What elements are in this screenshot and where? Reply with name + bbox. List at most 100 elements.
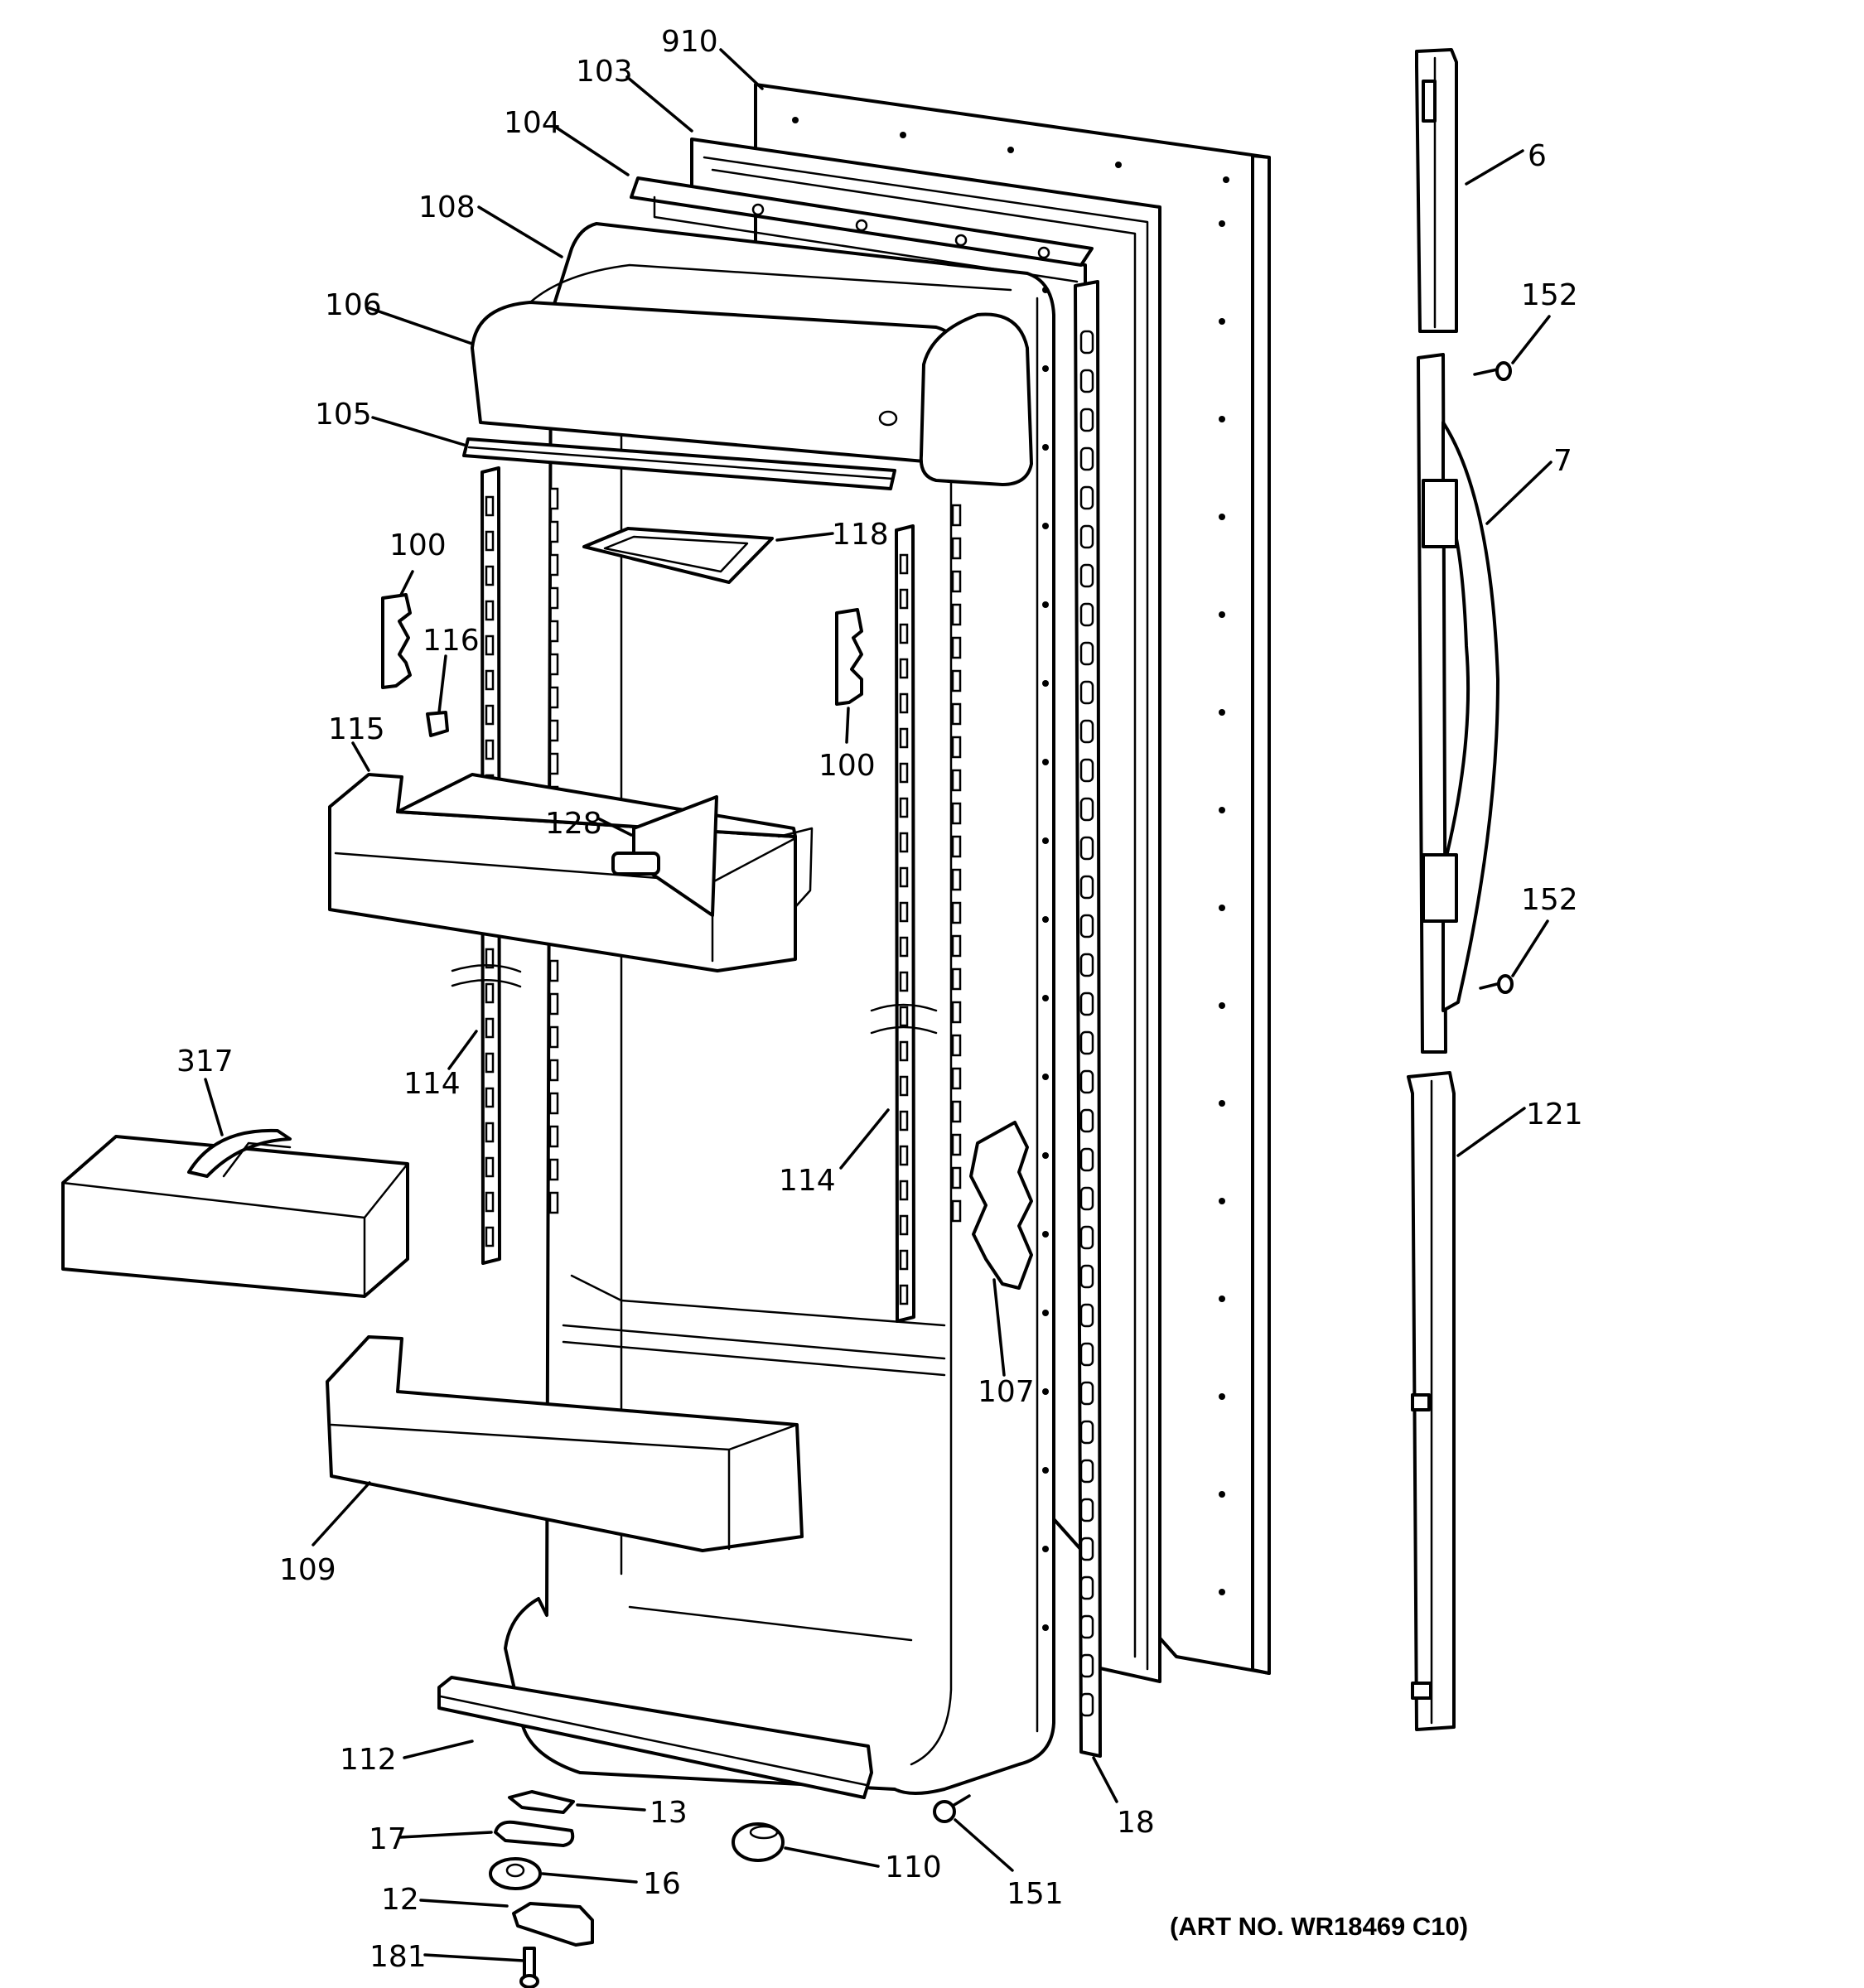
hinge-plate — [508, 1790, 575, 1814]
rail-slot — [485, 982, 495, 1004]
strip-slot — [1079, 1069, 1094, 1094]
strip-slot — [1079, 1420, 1094, 1445]
rail-slot — [485, 704, 495, 726]
panel-hole — [1219, 611, 1225, 618]
callout-13: 13 — [650, 1796, 688, 1830]
top-bracket — [630, 176, 1094, 283]
panel-hole — [1219, 807, 1225, 813]
foam-insulation — [969, 1121, 1033, 1290]
panel-hole — [900, 132, 906, 138]
strip-slot — [1079, 563, 1094, 588]
liner-slot — [951, 603, 962, 626]
callout-910: 910 — [661, 25, 718, 59]
liner-slot — [951, 802, 962, 825]
strip-slot — [1079, 1537, 1094, 1561]
strip-slot — [1079, 1264, 1094, 1289]
rail-slot — [899, 936, 909, 958]
callout-116: 116 — [423, 624, 480, 658]
callout-118: 118 — [832, 518, 889, 552]
liner-slot — [951, 835, 962, 858]
rail-slot — [899, 901, 909, 923]
callout-107: 107 — [978, 1375, 1035, 1409]
callout-128: 128 — [545, 807, 602, 841]
rail-slot — [485, 739, 495, 760]
liner-slot — [548, 719, 559, 742]
handle-screw-top — [1473, 361, 1512, 381]
callout-151: 151 — [1007, 1877, 1064, 1911]
callout-100-right: 100 — [819, 749, 876, 783]
panel-hole — [1219, 220, 1225, 227]
callout-105: 105 — [315, 398, 372, 432]
callout-labels: 910 103 104 108 106 105 118 100 116 100 … — [176, 25, 1583, 1974]
strip-slot — [1079, 1030, 1094, 1055]
door-liner — [504, 222, 1055, 1795]
leader-lines — [204, 48, 1553, 1962]
rail-slot — [485, 948, 495, 969]
lower-door-bin — [326, 1335, 804, 1552]
panel-hole — [1219, 1198, 1225, 1204]
panel-hole — [792, 117, 799, 123]
panel-hole — [1219, 709, 1225, 716]
strip-slot — [1079, 485, 1094, 510]
liner-slot — [951, 901, 962, 924]
strip-slot — [1079, 1575, 1094, 1600]
strip-slot — [1079, 1692, 1094, 1717]
rail-slot — [485, 1226, 495, 1247]
liner-slot — [548, 1092, 559, 1115]
strip-slot — [1079, 992, 1094, 1016]
clip — [426, 711, 449, 737]
liner-slot — [548, 1025, 559, 1049]
liner-slot — [548, 1158, 559, 1181]
rail-slot — [899, 762, 909, 784]
liner-rivet — [1042, 837, 1049, 844]
callout-108: 108 — [418, 191, 476, 224]
liner-slot — [951, 1133, 962, 1156]
callout-6: 6 — [1528, 139, 1547, 173]
shelf-support-right — [835, 608, 863, 706]
rail-slot — [485, 1122, 495, 1143]
liner-slot — [548, 586, 559, 610]
callout-18: 18 — [1117, 1806, 1155, 1840]
strip-slot — [1079, 602, 1094, 627]
rail-slot — [485, 600, 495, 621]
liner-rivet — [1042, 287, 1049, 293]
liner-slot — [548, 686, 559, 709]
rail-slot — [899, 832, 909, 853]
liner-slot — [548, 520, 559, 543]
liner-slot — [951, 1100, 962, 1123]
strip-slot — [1079, 1303, 1094, 1328]
dairy-door — [471, 263, 1033, 486]
liner-rivet — [1042, 1388, 1049, 1395]
strip-slot — [1079, 641, 1094, 666]
strip-slot — [1079, 1381, 1094, 1406]
liner-slot — [951, 736, 962, 759]
rail-slot — [899, 727, 909, 749]
art-number: (ART NO. WR18469 C10) — [1170, 1912, 1468, 1941]
liner-rivet — [1042, 680, 1049, 687]
handle-end-cap-bottom — [1407, 1071, 1456, 1731]
liner-rivet — [1042, 1152, 1049, 1159]
strip-slot — [1079, 1225, 1094, 1250]
liner-rivet — [1042, 601, 1049, 608]
liner-slot — [548, 1125, 559, 1148]
strip-slot — [1079, 836, 1094, 861]
strip-slot — [1079, 953, 1094, 977]
callout-12: 12 — [381, 1883, 419, 1917]
liner-slot — [951, 934, 962, 958]
panel-hole — [1219, 514, 1225, 520]
callout-100-left: 100 — [389, 528, 447, 562]
panel-hole — [1007, 147, 1014, 153]
liner-slot — [548, 487, 559, 510]
liner-rivet — [1042, 365, 1049, 372]
liner-rivet — [1042, 1624, 1049, 1631]
strip-slot — [1079, 758, 1094, 783]
strip-slot — [1079, 524, 1094, 549]
liner-slot — [548, 1059, 559, 1082]
liner-slot — [951, 967, 962, 991]
strip-slot — [1079, 408, 1094, 432]
bottom-trim — [437, 1676, 873, 1799]
liner-rivet — [1042, 916, 1049, 923]
rail-slot — [899, 1214, 909, 1236]
rail-slot — [485, 1191, 495, 1213]
liner-slot — [951, 570, 962, 593]
